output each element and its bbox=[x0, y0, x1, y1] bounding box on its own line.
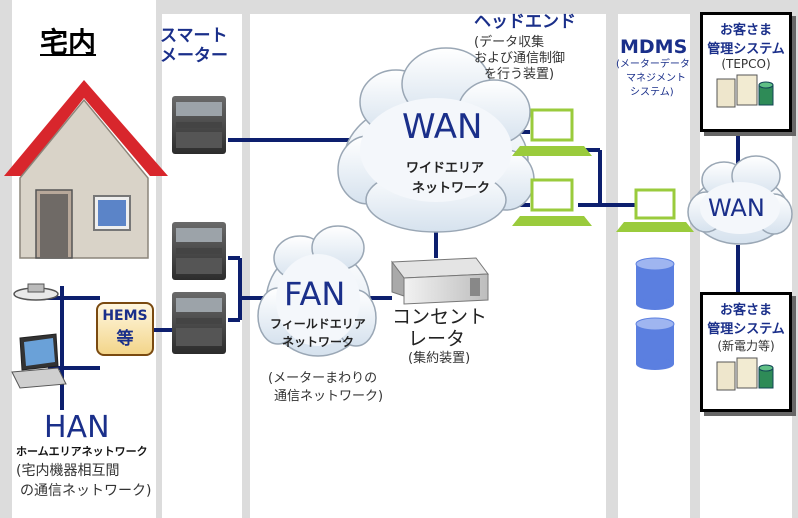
head-end-desc-line1: (データ収集 bbox=[474, 35, 545, 50]
customer-tepco-title-line2: 管理システム bbox=[707, 42, 785, 57]
concentrator-title-line1: コンセント bbox=[392, 306, 488, 328]
wan-right-title: WAN bbox=[708, 194, 765, 222]
ceiling-light-icon bbox=[13, 283, 59, 301]
smart-meter-icon bbox=[172, 222, 226, 280]
smart-meter-icon bbox=[172, 96, 226, 154]
customer-tepco-org: (TEPCO) bbox=[721, 57, 771, 71]
fan-sub-line2: ネットワーク bbox=[282, 335, 355, 349]
concentrator-desc: (集約装置) bbox=[408, 351, 471, 366]
mdms-desc-line2: マネジメント bbox=[626, 73, 686, 84]
head-end-title: ヘッドエンド bbox=[474, 12, 576, 32]
head-end-desc-line2: および通信制御 bbox=[474, 51, 566, 66]
wan-sub-line2: ネットワーク bbox=[412, 181, 491, 196]
left-border bbox=[0, 0, 12, 518]
concentrator-icon bbox=[391, 257, 489, 305]
mdms-desc-line3: システム) bbox=[630, 87, 674, 98]
han-desc-line2: の通信ネットワーク) bbox=[20, 483, 152, 499]
wan-sub-line1: ワイドエリア bbox=[406, 161, 485, 176]
customer-system-new-power: お客さま 管理システム (新電力等) bbox=[700, 292, 792, 412]
mdms-desc-line1: (メーターデータ bbox=[616, 59, 690, 70]
home-title: 宅内 bbox=[40, 26, 97, 59]
customer-tepco-title-line1: お客さま bbox=[719, 23, 772, 38]
head-end-laptop-icon bbox=[512, 108, 592, 156]
server-icon bbox=[716, 357, 774, 391]
server-icon bbox=[716, 74, 774, 108]
fan-desc-line1: (メーターまわりの bbox=[268, 371, 378, 386]
mdms-title: MDMS bbox=[620, 36, 688, 58]
smart-meter-label-line2: メーター bbox=[160, 46, 228, 66]
customer-system-tepco: お客さま 管理システム (TEPCO) bbox=[700, 12, 792, 132]
fan-desc-line2: 通信ネットワーク) bbox=[274, 389, 384, 404]
hems-line1: HEMS bbox=[102, 308, 148, 324]
customer-new-org: (新電力等) bbox=[717, 339, 775, 353]
customer-new-title-line1: お客さま bbox=[719, 303, 772, 318]
head-end-desc-line3: を行う装置) bbox=[484, 67, 555, 82]
mdms-laptop-icon bbox=[616, 188, 694, 232]
database-icon bbox=[635, 317, 675, 370]
hems-line2: 等 bbox=[116, 329, 134, 349]
wan-title: WAN bbox=[402, 107, 483, 147]
han-sub: ホームエリアネットワーク bbox=[16, 445, 148, 458]
han-title: HAN bbox=[44, 410, 110, 445]
database-icon bbox=[635, 257, 675, 310]
customer-new-title-line2: 管理システム bbox=[707, 322, 785, 337]
head-end-laptop-icon bbox=[512, 178, 592, 226]
han-desc-line1: (宅内機器相互間 bbox=[16, 463, 120, 479]
house-icon bbox=[4, 80, 168, 259]
han-laptop-icon bbox=[11, 333, 67, 389]
concentrator-title-line2: レータ bbox=[408, 328, 466, 350]
hems-box: HEMS 等 bbox=[96, 302, 154, 356]
fan-title: FAN bbox=[284, 275, 346, 313]
fan-sub-line1: フィールドエリア bbox=[270, 317, 366, 331]
smart-meter-icon bbox=[172, 292, 226, 354]
smart-meter-label-line1: スマート bbox=[160, 26, 228, 46]
